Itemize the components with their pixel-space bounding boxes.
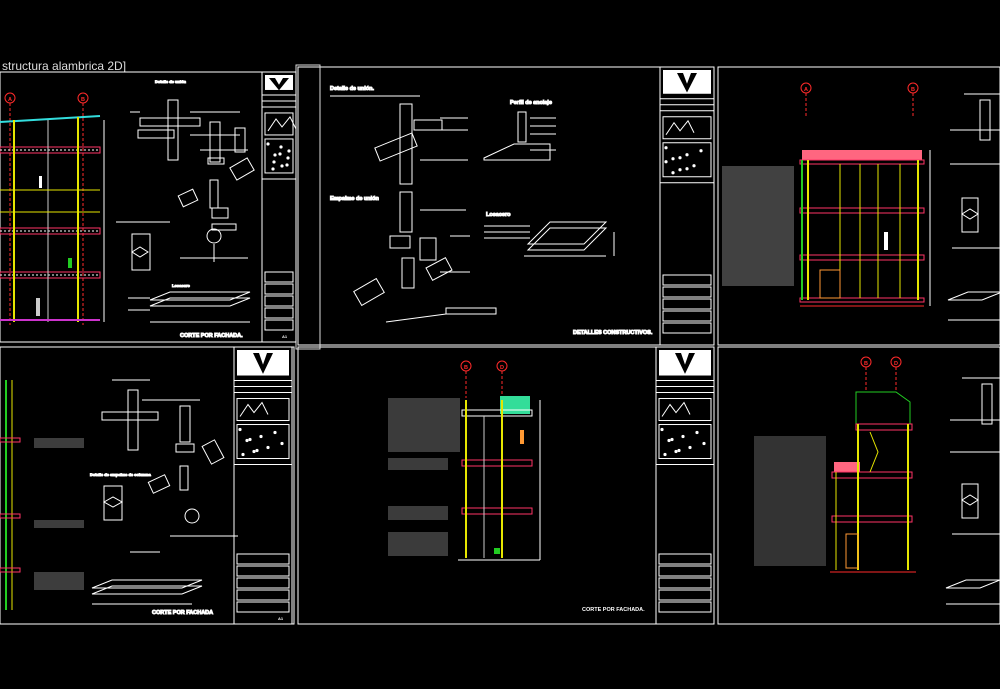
logo-icon xyxy=(663,70,711,94)
sheet-5-marker-d: D xyxy=(500,365,504,371)
grid-marker-b: B xyxy=(81,97,85,103)
title-block: A1 xyxy=(261,71,297,343)
sheet-5-marker-b: B xyxy=(464,365,468,371)
sheet-6-marker-d: D xyxy=(894,361,898,367)
sheet-4-caption: CORTE POR FACHADA xyxy=(152,610,213,616)
sheet-6-marker-b: B xyxy=(864,361,868,367)
sheet-3-elevation: A B xyxy=(722,82,931,307)
sheet-5-elevation: B D CORTE POR FACHADA. xyxy=(388,360,645,613)
sheet-3-marker-a: A xyxy=(804,87,808,93)
title-block xyxy=(655,346,715,625)
drawing-title: structura alambrica 2D] xyxy=(2,59,126,73)
title-block xyxy=(659,66,715,346)
detail-title-1: Detalle de unión xyxy=(155,79,186,84)
sheet-2-detail-title-4: Losacero xyxy=(486,212,511,218)
sheet-2-details: Detalle de unión. Perfil de anclaje Empa… xyxy=(330,86,654,337)
grid-marker-a: A xyxy=(8,97,12,103)
sheet-2-detail-title-3: Empalme de unión xyxy=(330,196,380,202)
sheet-number: A1 xyxy=(282,334,288,339)
sheet-2-caption: DETALLES CONSTRUCTIVOS. xyxy=(573,330,653,336)
sheet-3-marker-b: B xyxy=(911,87,915,93)
detail-title-3: Losacero xyxy=(172,283,190,288)
sheet-number: A1 xyxy=(278,616,284,621)
sheet-2-detail-title-2: Perfil de anclaje xyxy=(510,100,552,106)
sheet-4-details: Detalle de empalme de columna CORTE POR … xyxy=(90,379,238,617)
sheet-1-elevation: A B xyxy=(0,92,105,325)
sheet-2-detail-title-1: Detalle de unión. xyxy=(330,86,374,92)
sheet-1-caption: CORTE POR FACHADA. xyxy=(180,333,243,339)
sheet-1-details: Detalle de unión Losacero CORTE POR FACH… xyxy=(116,79,255,340)
sheet-6-details xyxy=(945,377,1000,605)
sheet-4-detail-title-1: Detalle de empalme de columna xyxy=(90,472,151,477)
sheet-6-elevation: B D xyxy=(754,356,916,573)
sheet-5-caption: CORTE POR FACHADA. xyxy=(582,607,645,613)
sheet-4-frame xyxy=(0,346,295,625)
sheet-3-details xyxy=(947,93,1000,321)
sheet-3-frame xyxy=(717,66,1000,346)
sheet-6-frame xyxy=(717,346,1000,625)
sheet-4-elevation xyxy=(0,380,84,610)
title-block: A1 xyxy=(233,346,293,625)
